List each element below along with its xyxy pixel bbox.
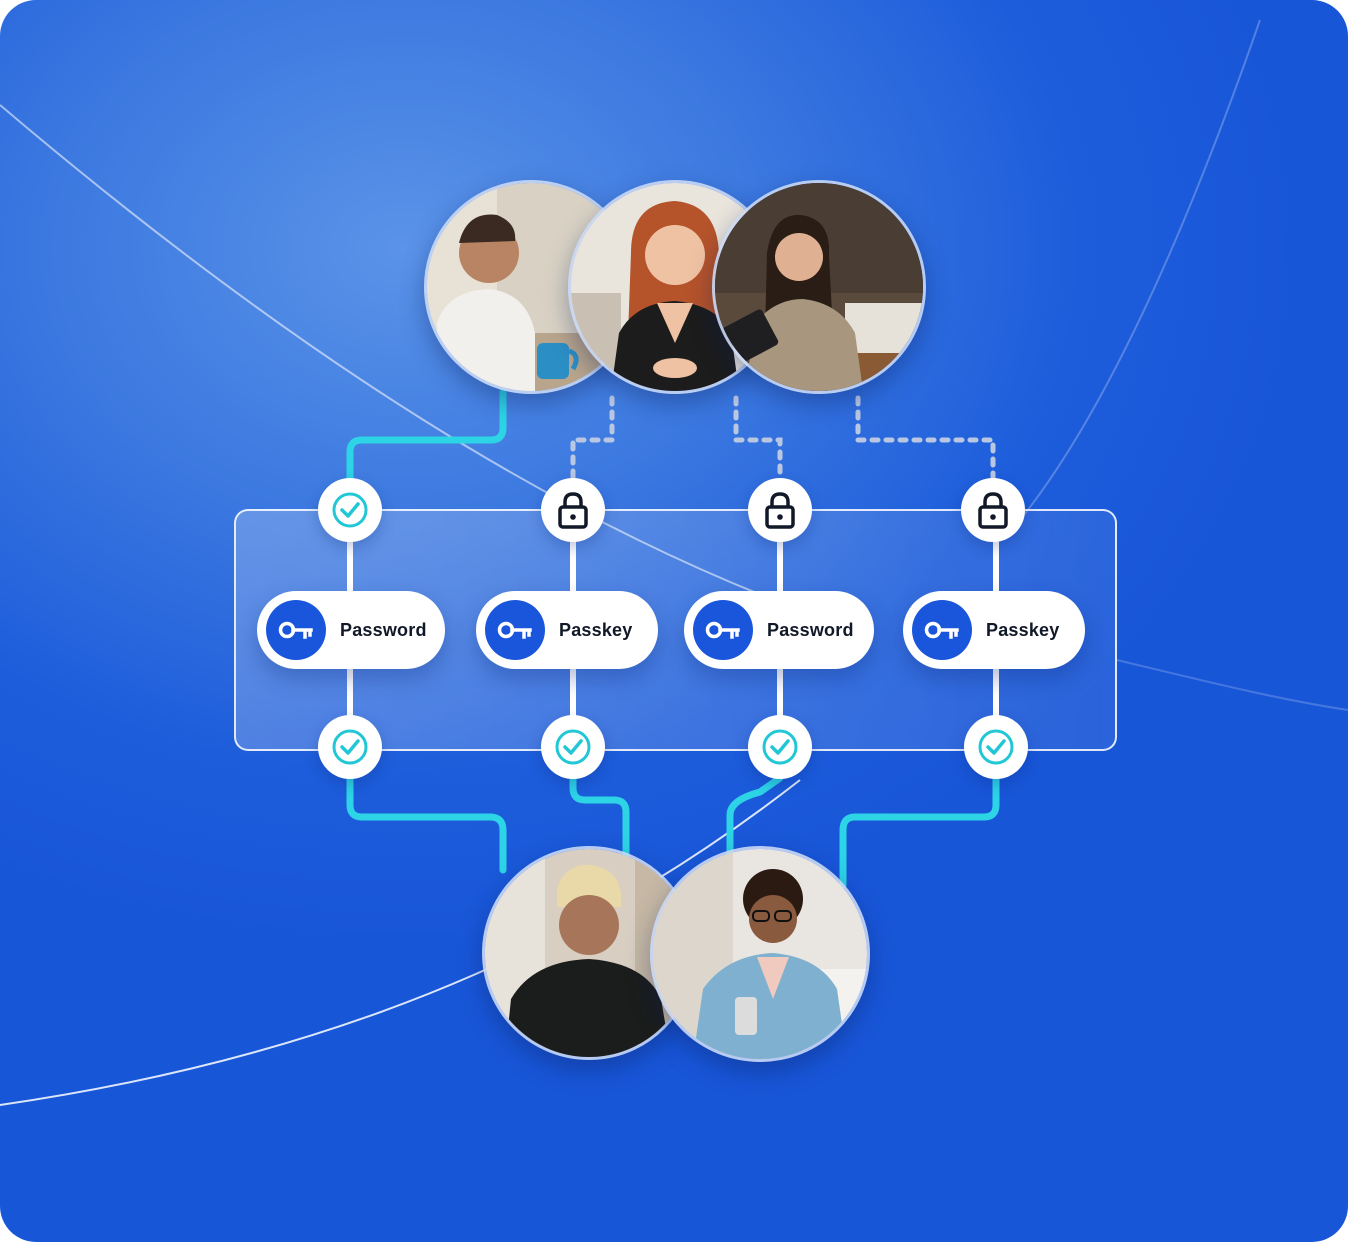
- status-node: [318, 715, 382, 779]
- person-photo: [650, 846, 870, 1062]
- method-pill-password: Password: [257, 591, 445, 669]
- person-photo-icon: [715, 183, 923, 391]
- lock-icon: [978, 492, 1008, 529]
- key-badge: [485, 600, 545, 660]
- status-node: [748, 478, 812, 542]
- status-node: [541, 715, 605, 779]
- lock-icon: [558, 492, 588, 529]
- status-node: [964, 715, 1028, 779]
- check-icon: [762, 729, 798, 765]
- method-pill-passkey: Passkey: [903, 591, 1085, 669]
- check-icon: [555, 729, 591, 765]
- method-label: Passkey: [986, 619, 1060, 640]
- status-node: [748, 715, 812, 779]
- lock-icon: [765, 492, 795, 529]
- key-icon: [924, 621, 959, 639]
- key-icon: [497, 621, 532, 639]
- person-photo: [712, 180, 926, 394]
- method-pill-passkey: Passkey: [476, 591, 658, 669]
- check-icon: [332, 729, 368, 765]
- status-node: [541, 478, 605, 542]
- key-icon: [278, 621, 313, 639]
- key-icon: [705, 621, 740, 639]
- method-label: Password: [767, 619, 854, 640]
- person-photo-icon: [653, 849, 867, 1059]
- key-badge: [266, 600, 326, 660]
- status-node: [318, 478, 382, 542]
- key-badge: [912, 600, 972, 660]
- method-label: Password: [340, 619, 427, 640]
- check-icon: [978, 729, 1014, 765]
- method-label: Passkey: [559, 619, 633, 640]
- method-pill-password: Password: [684, 591, 874, 669]
- key-badge: [693, 600, 753, 660]
- status-node: [961, 478, 1025, 542]
- check-icon: [332, 492, 368, 528]
